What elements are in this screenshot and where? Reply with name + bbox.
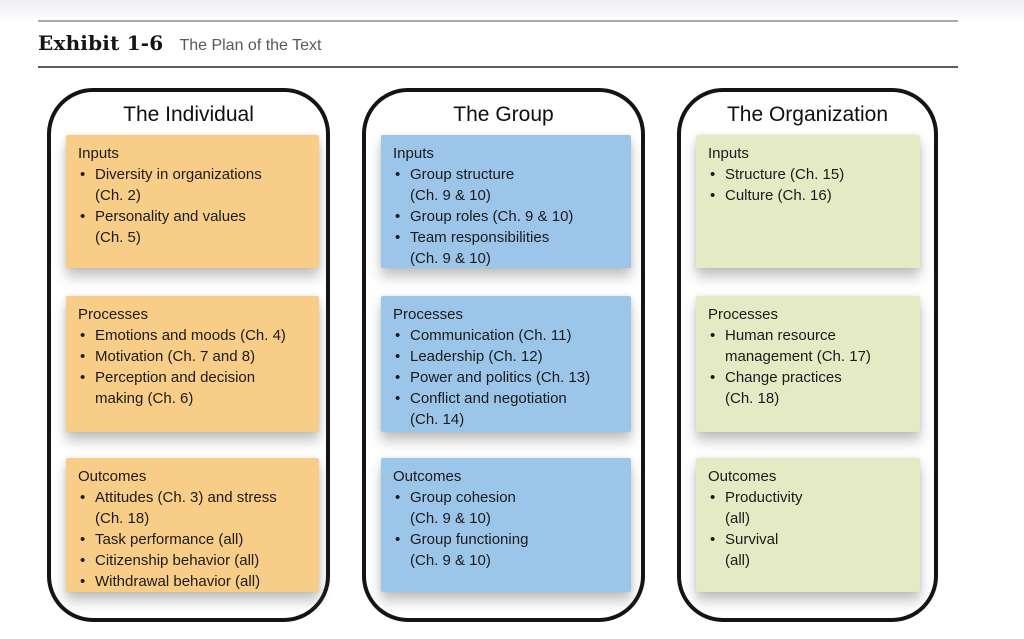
list-item: Communication (Ch. 11): [393, 325, 625, 346]
individual-processes-box: Processes Emotions and moods (Ch. 4) Mot…: [66, 296, 319, 432]
list-item: Withdrawal behavior (all): [78, 571, 313, 592]
organization-outcomes-box: Outcomes Productivity (all) Survival (al…: [696, 458, 920, 592]
list-item: Emotions and moods (Ch. 4): [78, 325, 313, 346]
list-item: Culture (Ch. 16): [708, 185, 914, 206]
group-outcomes-box: Outcomes Group cohesion (Ch. 9 & 10) Gro…: [381, 458, 631, 592]
box-heading: Inputs: [78, 145, 119, 162]
list-item: Group roles (Ch. 9 & 10): [393, 206, 625, 227]
box-heading: Outcomes: [393, 468, 462, 485]
group-processes-box: Processes Communication (Ch. 11) Leaders…: [381, 296, 631, 432]
list-item: Productivity (all): [708, 487, 914, 529]
list-item: Group functioning (Ch. 9 & 10): [393, 529, 625, 571]
header-top-rule: [38, 20, 958, 22]
panel-the-individual: The Individual Inputs Diversity in organ…: [47, 88, 330, 622]
list-item: Team responsibilities (Ch. 9 & 10): [393, 227, 625, 269]
list-item: Power and politics (Ch. 13): [393, 367, 625, 388]
box-list: Attitudes (Ch. 3) and stress (Ch. 18) Ta…: [78, 487, 313, 592]
panel-the-organization: The Organization Inputs Structure (Ch. 1…: [677, 88, 938, 622]
box-heading: Outcomes: [708, 468, 777, 485]
list-item: Task performance (all): [78, 529, 313, 550]
exhibit-title: The Plan of the Text: [179, 37, 322, 54]
organization-processes-box: Processes Human resource management (Ch.…: [696, 296, 920, 432]
box-heading: Outcomes: [78, 468, 147, 485]
individual-outcomes-box: Outcomes Attitudes (Ch. 3) and stress (C…: [66, 458, 319, 592]
list-item: Attitudes (Ch. 3) and stress (Ch. 18): [78, 487, 313, 529]
top-gradient-strip: [0, 0, 1024, 20]
box-list: Group cohesion (Ch. 9 & 10) Group functi…: [393, 487, 625, 571]
individual-inputs-box: Inputs Diversity in organizations (Ch. 2…: [66, 135, 319, 268]
list-item: Survival (all): [708, 529, 914, 571]
box-list: Human resource management (Ch. 17) Chang…: [708, 325, 914, 409]
box-list: Structure (Ch. 15) Culture (Ch. 16): [708, 164, 914, 206]
box-heading: Processes: [393, 306, 464, 323]
panel-title: The Group: [453, 103, 554, 126]
header-bottom-rule: [38, 66, 958, 68]
list-item: Change practices (Ch. 18): [708, 367, 914, 409]
list-item: Human resource management (Ch. 17): [708, 325, 914, 367]
list-item: Group cohesion (Ch. 9 & 10): [393, 487, 625, 529]
box-list: Productivity (all) Survival (all): [708, 487, 914, 571]
list-item: Diversity in organizations (Ch. 2): [78, 164, 313, 206]
list-item: Motivation (Ch. 7 and 8): [78, 346, 313, 367]
box-heading: Inputs: [393, 145, 434, 162]
box-list: Communication (Ch. 11) Leadership (Ch. 1…: [393, 325, 625, 430]
list-item: Perception and decision making (Ch. 6): [78, 367, 313, 409]
list-item: Structure (Ch. 15): [708, 164, 914, 185]
exhibit-label: Exhibit 1-6: [38, 31, 164, 55]
list-item: Personality and values (Ch. 5): [78, 206, 313, 248]
panel-title: The Organization: [726, 103, 889, 126]
box-list: Group structure (Ch. 9 & 10) Group roles…: [393, 164, 625, 269]
organization-inputs-box: Inputs Structure (Ch. 15) Culture (Ch. 1…: [696, 135, 920, 268]
box-heading: Processes: [78, 306, 149, 323]
list-item: Group structure (Ch. 9 & 10): [393, 164, 625, 206]
list-item: Leadership (Ch. 12): [393, 346, 625, 367]
exhibit-header: Exhibit 1-6 The Plan of the Text: [38, 31, 321, 55]
box-heading: Inputs: [708, 145, 749, 162]
box-list: Emotions and moods (Ch. 4) Motivation (C…: [78, 325, 313, 409]
panel-title: The Individual: [123, 103, 254, 126]
list-item: Conflict and negotiation (Ch. 14): [393, 388, 625, 430]
group-inputs-box: Inputs Group structure (Ch. 9 & 10) Grou…: [381, 135, 631, 268]
panel-the-group: The Group Inputs Group structure (Ch. 9 …: [362, 88, 645, 622]
list-item: Citizenship behavior (all): [78, 550, 313, 571]
box-heading: Processes: [708, 306, 779, 323]
box-list: Diversity in organizations (Ch. 2) Perso…: [78, 164, 313, 248]
